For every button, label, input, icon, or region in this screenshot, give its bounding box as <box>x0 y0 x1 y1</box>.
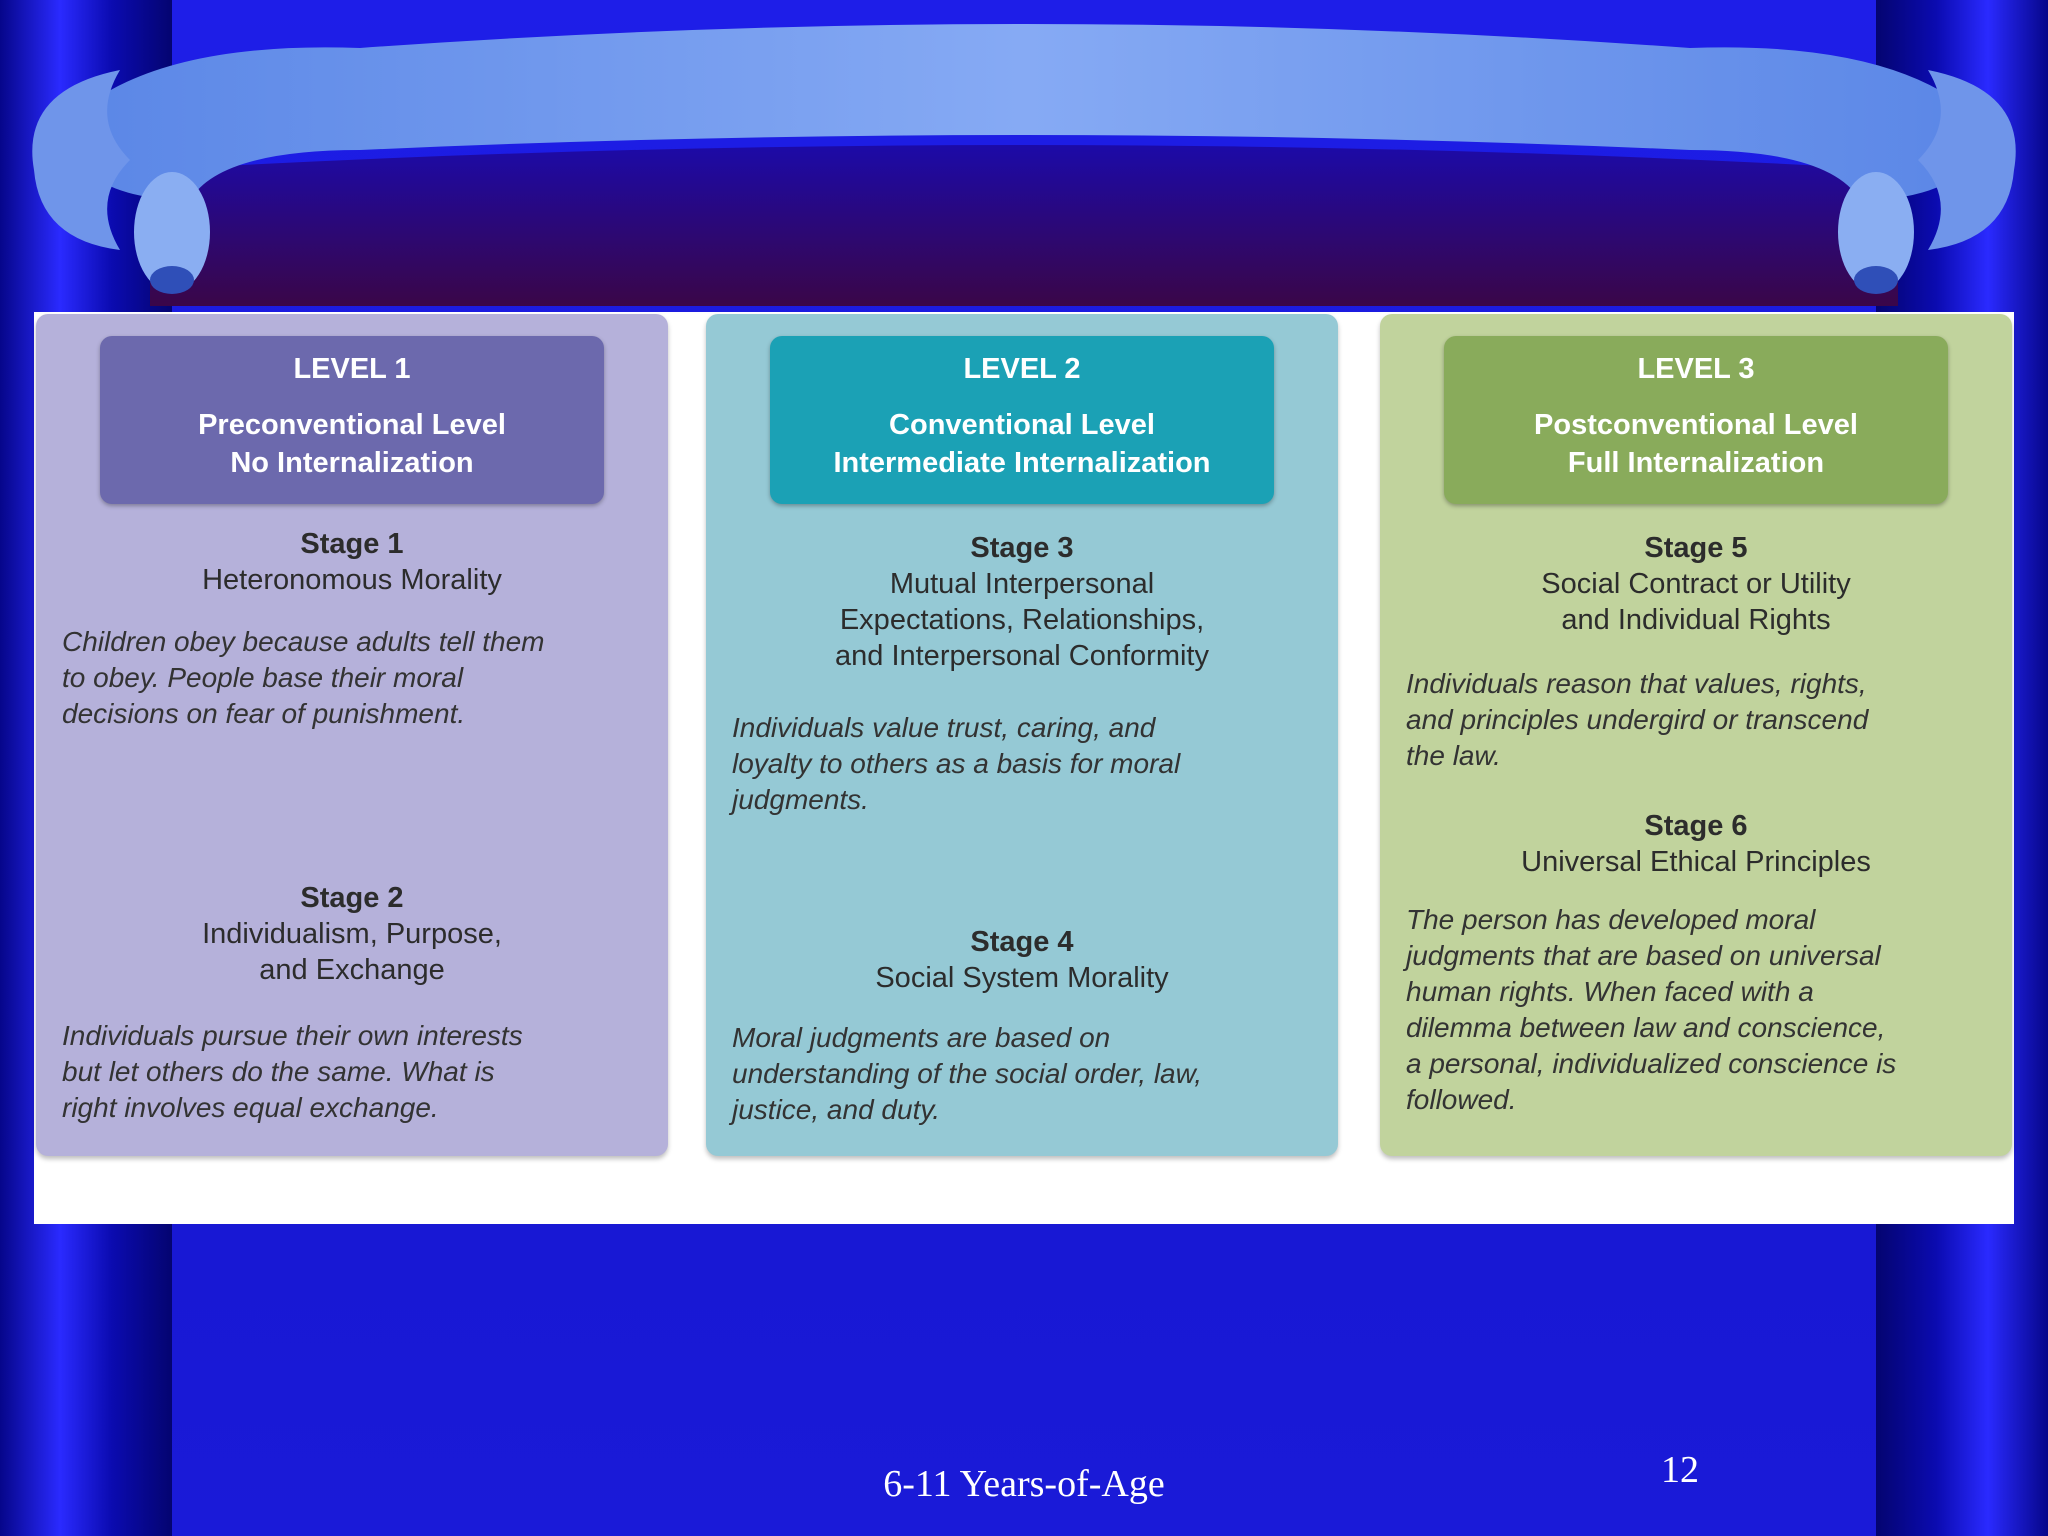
stage-title: Expectations, Relationships, <box>839 604 1205 636</box>
stage-name: Stage 4 <box>970 926 1074 958</box>
stage-title: and Exchange <box>259 954 445 986</box>
page-number: 12 <box>1661 1449 1699 1491</box>
description-line: Individuals value trust, caring, and <box>732 712 1156 743</box>
description-line: human rights. When faced with a <box>1406 976 1814 1007</box>
stage-title: Individualism, Purpose, <box>202 918 502 950</box>
kohlberg-stages-figure: LEVEL 1 Preconventional Level No Interna… <box>34 312 2014 1224</box>
description-line: and principles undergird or transcend <box>1406 704 1869 735</box>
level-title: Conventional Level <box>889 409 1155 441</box>
level-subtitle: No Internalization <box>230 447 474 479</box>
description-line: followed. <box>1406 1084 1517 1115</box>
stage-6-description: The person has developed moral judgments… <box>1406 902 2006 1118</box>
description-line: right involves equal exchange. <box>62 1092 439 1123</box>
description-line: to obey. People base their moral <box>62 662 464 693</box>
stage-title: Universal Ethical Principles <box>1521 846 1871 878</box>
scroll-banner <box>32 24 2016 306</box>
stage-4-heading: Stage 4 Social System Morality <box>706 924 1338 996</box>
description-line: Moral judgments are based on <box>732 1022 1111 1053</box>
stage-3-description: Individuals value trust, caring, and loy… <box>732 710 1332 818</box>
level-2-panel: LEVEL 2 Conventional Level Intermediate … <box>706 314 1338 1156</box>
stage-4-description: Moral judgments are based on understandi… <box>732 1020 1332 1128</box>
footer-caption: 6-11 Years-of-Age <box>883 1463 1165 1505</box>
level-label: LEVEL 3 <box>1637 353 1755 385</box>
stage-title: and Interpersonal Conformity <box>835 640 1209 672</box>
level-2-header: LEVEL 2 Conventional Level Intermediate … <box>770 336 1274 504</box>
description-line: loyalty to others as a basis for moral <box>732 748 1181 779</box>
level-subtitle: Full Internalization <box>1567 447 1825 479</box>
level-3-panel: LEVEL 3 Postconventional Level Full Inte… <box>1380 314 2012 1156</box>
description-line: a personal, individualized conscience is <box>1406 1048 1897 1079</box>
description-line: the law. <box>1406 740 1501 771</box>
level-subtitle: Intermediate Internalization <box>833 447 1211 479</box>
description-line: but let others do the same. What is <box>62 1056 495 1087</box>
stage-name: Stage 1 <box>300 528 404 560</box>
description-line: Individuals pursue their own interests <box>62 1020 523 1051</box>
description-line: understanding of the social order, law, <box>732 1058 1203 1089</box>
stage-title: Heteronomous Morality <box>202 564 502 596</box>
description-line: Children obey because adults tell them <box>62 626 545 657</box>
stage-title: and Individual Rights <box>1561 604 1831 636</box>
stage-2-heading: Stage 2 Individualism, Purpose, and Exch… <box>36 880 668 988</box>
level-label: LEVEL 2 <box>963 353 1081 385</box>
stage-3-heading: Stage 3 Mutual Interpersonal Expectation… <box>706 530 1338 674</box>
description-line: justice, and duty. <box>732 1094 941 1125</box>
level-label: LEVEL 1 <box>293 353 411 385</box>
level-1-header: LEVEL 1 Preconventional Level No Interna… <box>100 336 604 504</box>
description-line: decisions on fear of punishment. <box>62 698 466 729</box>
stage-1-description: Children obey because adults tell them t… <box>62 624 662 732</box>
description-line: judgments that are based on universal <box>1406 940 1881 971</box>
stage-5-description: Individuals reason that values, rights, … <box>1406 666 2006 774</box>
stage-title: Mutual Interpersonal <box>889 568 1155 600</box>
stage-2-description: Individuals pursue their own interests b… <box>62 1018 662 1126</box>
stage-6-heading: Stage 6 Universal Ethical Principles <box>1380 808 2012 880</box>
stage-5-heading: Stage 5 Social Contract or Utility and I… <box>1380 530 2012 638</box>
level-1-panel: LEVEL 1 Preconventional Level No Interna… <box>36 314 668 1156</box>
description-line: The person has developed moral <box>1406 904 1816 935</box>
description-line: dilemma between law and conscience, <box>1406 1012 1886 1043</box>
level-title: Preconventional Level <box>198 409 506 441</box>
stage-name: Stage 5 <box>1644 532 1748 564</box>
level-title: Postconventional Level <box>1534 409 1858 441</box>
stage-title: Social Contract or Utility <box>1541 568 1851 600</box>
stage-title: Social System Morality <box>875 962 1169 994</box>
description-line: Individuals reason that values, rights, <box>1406 668 1867 699</box>
stage-name: Stage 2 <box>300 882 404 914</box>
stage-name: Stage 6 <box>1644 810 1748 842</box>
level-3-header: LEVEL 3 Postconventional Level Full Inte… <box>1444 336 1948 504</box>
stage-1-heading: Stage 1 Heteronomous Morality <box>36 526 668 598</box>
stage-name: Stage 3 <box>970 532 1074 564</box>
description-line: judgments. <box>732 784 869 815</box>
